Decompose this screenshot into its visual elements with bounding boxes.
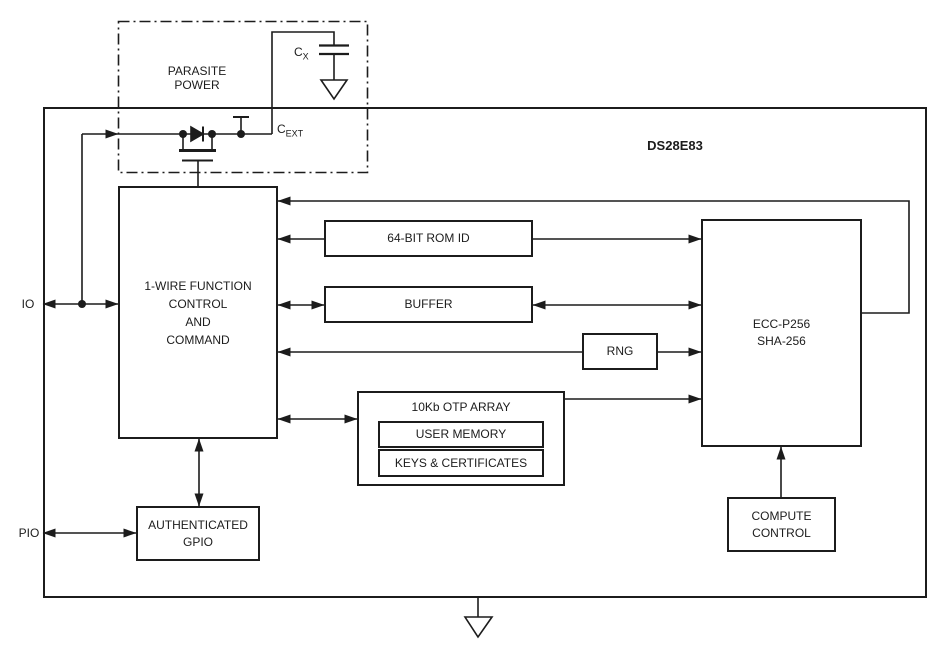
block-label: AND (185, 314, 211, 329)
block-label: GPIO (182, 534, 213, 549)
block-authenticated-gpio: AUTHENTICATED GPIO (136, 506, 260, 561)
block-keys-certificates: KEYS & CERTIFICATES (378, 449, 544, 477)
block-buffer: BUFFER (324, 286, 533, 323)
parasite-power-label: PARASITE POWER (167, 64, 227, 92)
block-otp-array: 10Kb OTP ARRAY USER MEMORY KEYS & CERTIF… (357, 391, 565, 486)
chip-name-label: DS28E83 (647, 138, 703, 153)
ground-symbol-top (319, 79, 349, 101)
pio-pin-label: PIO (18, 526, 40, 540)
block-user-memory: USER MEMORY (378, 421, 544, 448)
block-label: 10Kb OTP ARRAY (411, 399, 511, 414)
block-label: SHA-256 (757, 334, 806, 348)
block-label: USER MEMORY (415, 427, 507, 441)
block-compute-control: COMPUTE CONTROL (727, 497, 836, 552)
block-onewire-function-control: 1-WIRE FUNCTION CONTROL AND COMMAND (118, 186, 278, 439)
block-ecc-sha: ECC-P256 SHA-256 (701, 219, 862, 447)
block-label: AUTHENTICATED (148, 517, 248, 532)
block-label: COMPUTE (751, 508, 812, 523)
block-label: CONTROL (168, 296, 228, 311)
block-rom-id: 64-BIT ROM ID (324, 220, 533, 257)
block-label: 64-BIT ROM ID (387, 231, 470, 245)
capacitor-cx-symbol (319, 44, 349, 80)
block-label: COMMAND (166, 332, 230, 347)
block-label: BUFFER (404, 297, 453, 311)
cext-capacitor-label: CEXT (277, 122, 304, 139)
io-pin-label: IO (21, 297, 35, 311)
block-label: KEYS & CERTIFICATES (394, 455, 528, 470)
block-label: CONTROL (752, 525, 811, 540)
block-rng: RNG (582, 333, 658, 370)
block-label: ECC-P256 (752, 317, 811, 331)
ground-symbol-bottom (463, 598, 494, 639)
block-label: RNG (606, 344, 634, 358)
cx-capacitor-label: CX (294, 45, 309, 62)
block-label: 1-WIRE FUNCTION (144, 278, 252, 293)
